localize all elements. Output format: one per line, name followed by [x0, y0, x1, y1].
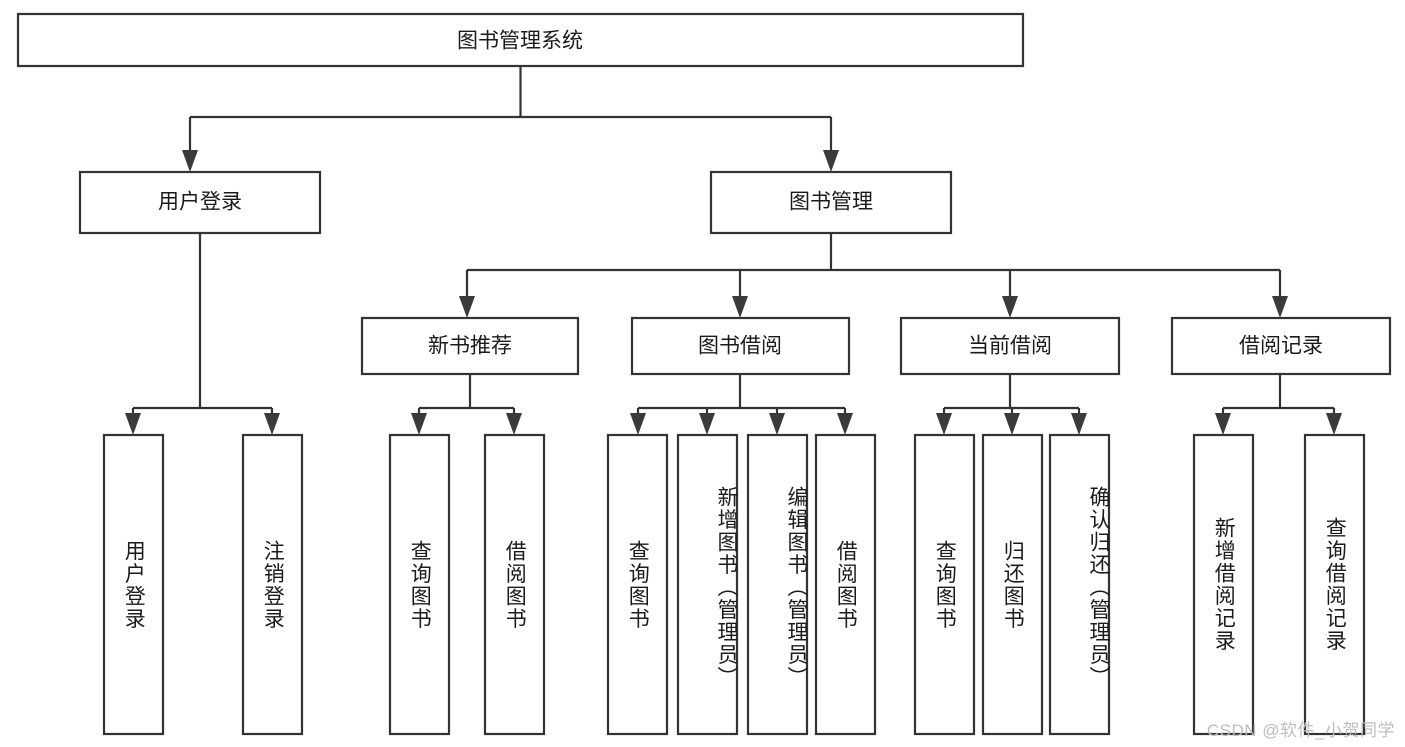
connector-group-user-login	[125, 233, 280, 435]
node-borrow-records[interactable]: 借阅记录	[1170, 316, 1392, 376]
node-root[interactable]: 图书管理系统	[16, 12, 1025, 68]
arrow-head-icon	[769, 413, 785, 435]
arrow-head-icon	[699, 413, 715, 435]
arrow-head-icon	[182, 150, 198, 172]
node-label-book-management: 图书管理	[789, 191, 873, 214]
node-user-login[interactable]: 用户登录	[78, 170, 322, 235]
node-box-book-borrow[interactable]	[630, 316, 851, 376]
leaf-box-query-borrow-record[interactable]	[1303, 433, 1366, 736]
arrow-head-icon	[264, 413, 280, 435]
arrow-head-icon	[1002, 296, 1018, 318]
leaf-box-query-book-newbooks[interactable]	[388, 433, 451, 736]
node-label-user-login: 用户登录	[158, 191, 242, 214]
leaf-box-borrow-book-newbooks[interactable]	[483, 433, 546, 736]
node-box-book-management[interactable]	[709, 170, 953, 235]
leaf-box-edit-book-admin[interactable]	[746, 433, 809, 736]
connector-group-new-books	[411, 374, 522, 435]
arrow-head-icon	[837, 413, 853, 435]
arrow-head-icon	[732, 296, 748, 318]
node-label-new-book-recommend: 新书推荐	[428, 335, 512, 358]
node-box-root[interactable]	[16, 12, 1025, 68]
leaf-box-user-login[interactable]	[102, 433, 165, 736]
arrow-head-icon	[630, 413, 646, 435]
arrow-head-icon	[411, 413, 427, 435]
node-book-management[interactable]: 图书管理	[709, 170, 953, 235]
connector-group-book-mgmt	[459, 233, 1288, 318]
arrow-head-icon	[936, 413, 952, 435]
connector-group-root	[182, 66, 839, 172]
arrow-head-icon	[125, 413, 141, 435]
node-box-new-book-recommend[interactable]	[360, 316, 580, 376]
connector-group-current	[936, 374, 1087, 435]
node-current-borrow[interactable]: 当前借阅	[899, 316, 1121, 376]
node-label-borrow-records: 借阅记录	[1239, 335, 1323, 358]
connector-group-borrow	[630, 374, 853, 435]
arrow-head-icon	[823, 150, 839, 172]
node-box-borrow-records[interactable]	[1170, 316, 1392, 376]
node-book-borrow[interactable]: 图书借阅	[630, 316, 851, 376]
connector-group-records	[1215, 374, 1342, 435]
leaf-box-add-borrow-record[interactable]	[1192, 433, 1255, 736]
arrow-head-icon	[1215, 413, 1231, 435]
watermark-text: CSDN @软件_小贺同学	[1206, 721, 1395, 740]
leaf-box-return-book[interactable]	[981, 433, 1044, 736]
arrow-head-icon	[459, 296, 475, 318]
leaf-box-query-book-current[interactable]	[913, 433, 976, 736]
leaf-box-confirm-return-admin[interactable]	[1048, 433, 1111, 736]
arrow-head-icon	[506, 413, 522, 435]
arrow-head-icon	[1004, 413, 1020, 435]
leaf-box-group	[102, 433, 1366, 736]
leaf-box-borrow-book[interactable]	[814, 433, 877, 736]
arrow-head-icon	[1326, 413, 1342, 435]
node-new-book-recommend[interactable]: 新书推荐	[360, 316, 580, 376]
leaf-box-logout[interactable]	[241, 433, 304, 736]
node-box-current-borrow[interactable]	[899, 316, 1121, 376]
node-label-book-borrow: 图书借阅	[698, 335, 782, 358]
node-box-user-login[interactable]	[78, 170, 322, 235]
node-label-root: 图书管理系统	[457, 30, 583, 53]
leaf-box-add-book-admin[interactable]	[676, 433, 739, 736]
node-label-current-borrow: 当前借阅	[968, 335, 1052, 358]
leaf-box-query-book-borrow[interactable]	[606, 433, 669, 736]
arrow-head-icon	[1272, 296, 1288, 318]
arrow-head-icon	[1071, 413, 1087, 435]
